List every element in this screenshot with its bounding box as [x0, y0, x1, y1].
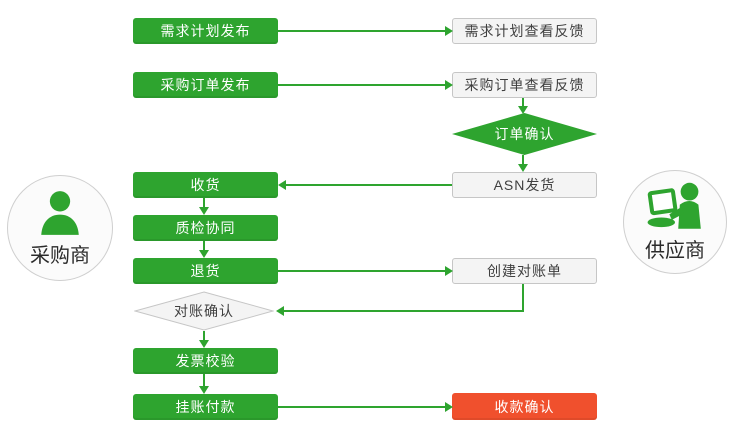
order-confirm-label: 订单确认 [494, 126, 555, 142]
arrow-purchase-order-head [445, 80, 453, 90]
person-icon [41, 190, 79, 235]
node-demand-plan-feedback: 需求计划查看反馈 [452, 18, 597, 44]
node-demand-plan-publish: 需求计划发布 [133, 18, 278, 44]
node-quality-inspection: 质检协同 [133, 215, 278, 241]
buyer-actor: 采购商 [7, 175, 113, 281]
arrow-reconcile-to-invoice-head [199, 340, 209, 348]
arrow-receive-to-quality-line [203, 198, 205, 208]
arrow-confirm-to-asn-line [522, 155, 524, 165]
node-return-goods: 退货 [133, 258, 278, 284]
arrow-reconcile-to-invoice-line [203, 331, 205, 341]
person-laptop-icon [647, 182, 701, 229]
supplier-label: 供应商 [645, 239, 705, 262]
arrow-return-to-statement-line [278, 270, 445, 272]
node-create-statement: 创建对账单 [452, 258, 597, 284]
node-book-payment: 挂账付款 [133, 394, 278, 420]
node-receive-goods: 收货 [133, 172, 278, 198]
node-reconciliation-confirm: 对账确认 [134, 291, 274, 331]
diamond-shape [134, 291, 274, 331]
arrow-payment-to-receipt-head [445, 402, 453, 412]
arrow-payment-to-receipt-line [278, 406, 445, 408]
arrow-receive-to-quality-head [199, 207, 209, 215]
arrow-feedback-to-confirm-head [518, 106, 528, 114]
arrow-demand-plan-line [278, 30, 445, 32]
supplier-actor: 供应商 [623, 170, 727, 274]
node-payment-receipt-confirm: 收款确认 [452, 393, 597, 420]
node-asn-shipment: ASN发货 [452, 172, 597, 198]
node-purchase-order-feedback: 采购订单查看反馈 [452, 72, 597, 98]
arrow-invoice-to-payment-head [199, 386, 209, 394]
arrow-confirm-to-asn-head [518, 164, 528, 172]
arrow-invoice-to-payment-line [203, 374, 205, 387]
arrow-statement-elbow-vertical [522, 284, 524, 312]
arrow-demand-plan-head [445, 26, 453, 36]
arrow-asn-to-receive-head [278, 180, 286, 190]
node-invoice-verification: 发票校验 [133, 348, 278, 374]
arrow-statement-to-reconcile-head [276, 306, 284, 316]
node-order-confirm: 订单确认 [452, 113, 597, 155]
arrow-quality-to-return-line [203, 241, 205, 251]
arrow-feedback-to-confirm-line [522, 98, 524, 107]
arrow-quality-to-return-head [199, 250, 209, 258]
arrow-asn-to-receive-line [286, 184, 452, 186]
arrow-statement-elbow-horizontal [284, 310, 524, 312]
node-purchase-order-publish: 采购订单发布 [133, 72, 278, 98]
reconciliation-confirm-label: 对账确认 [174, 303, 234, 319]
arrow-purchase-order-line [278, 84, 445, 86]
diamond-shape [452, 113, 597, 155]
arrow-return-to-statement-head [445, 266, 453, 276]
buyer-label: 采购商 [30, 244, 90, 267]
